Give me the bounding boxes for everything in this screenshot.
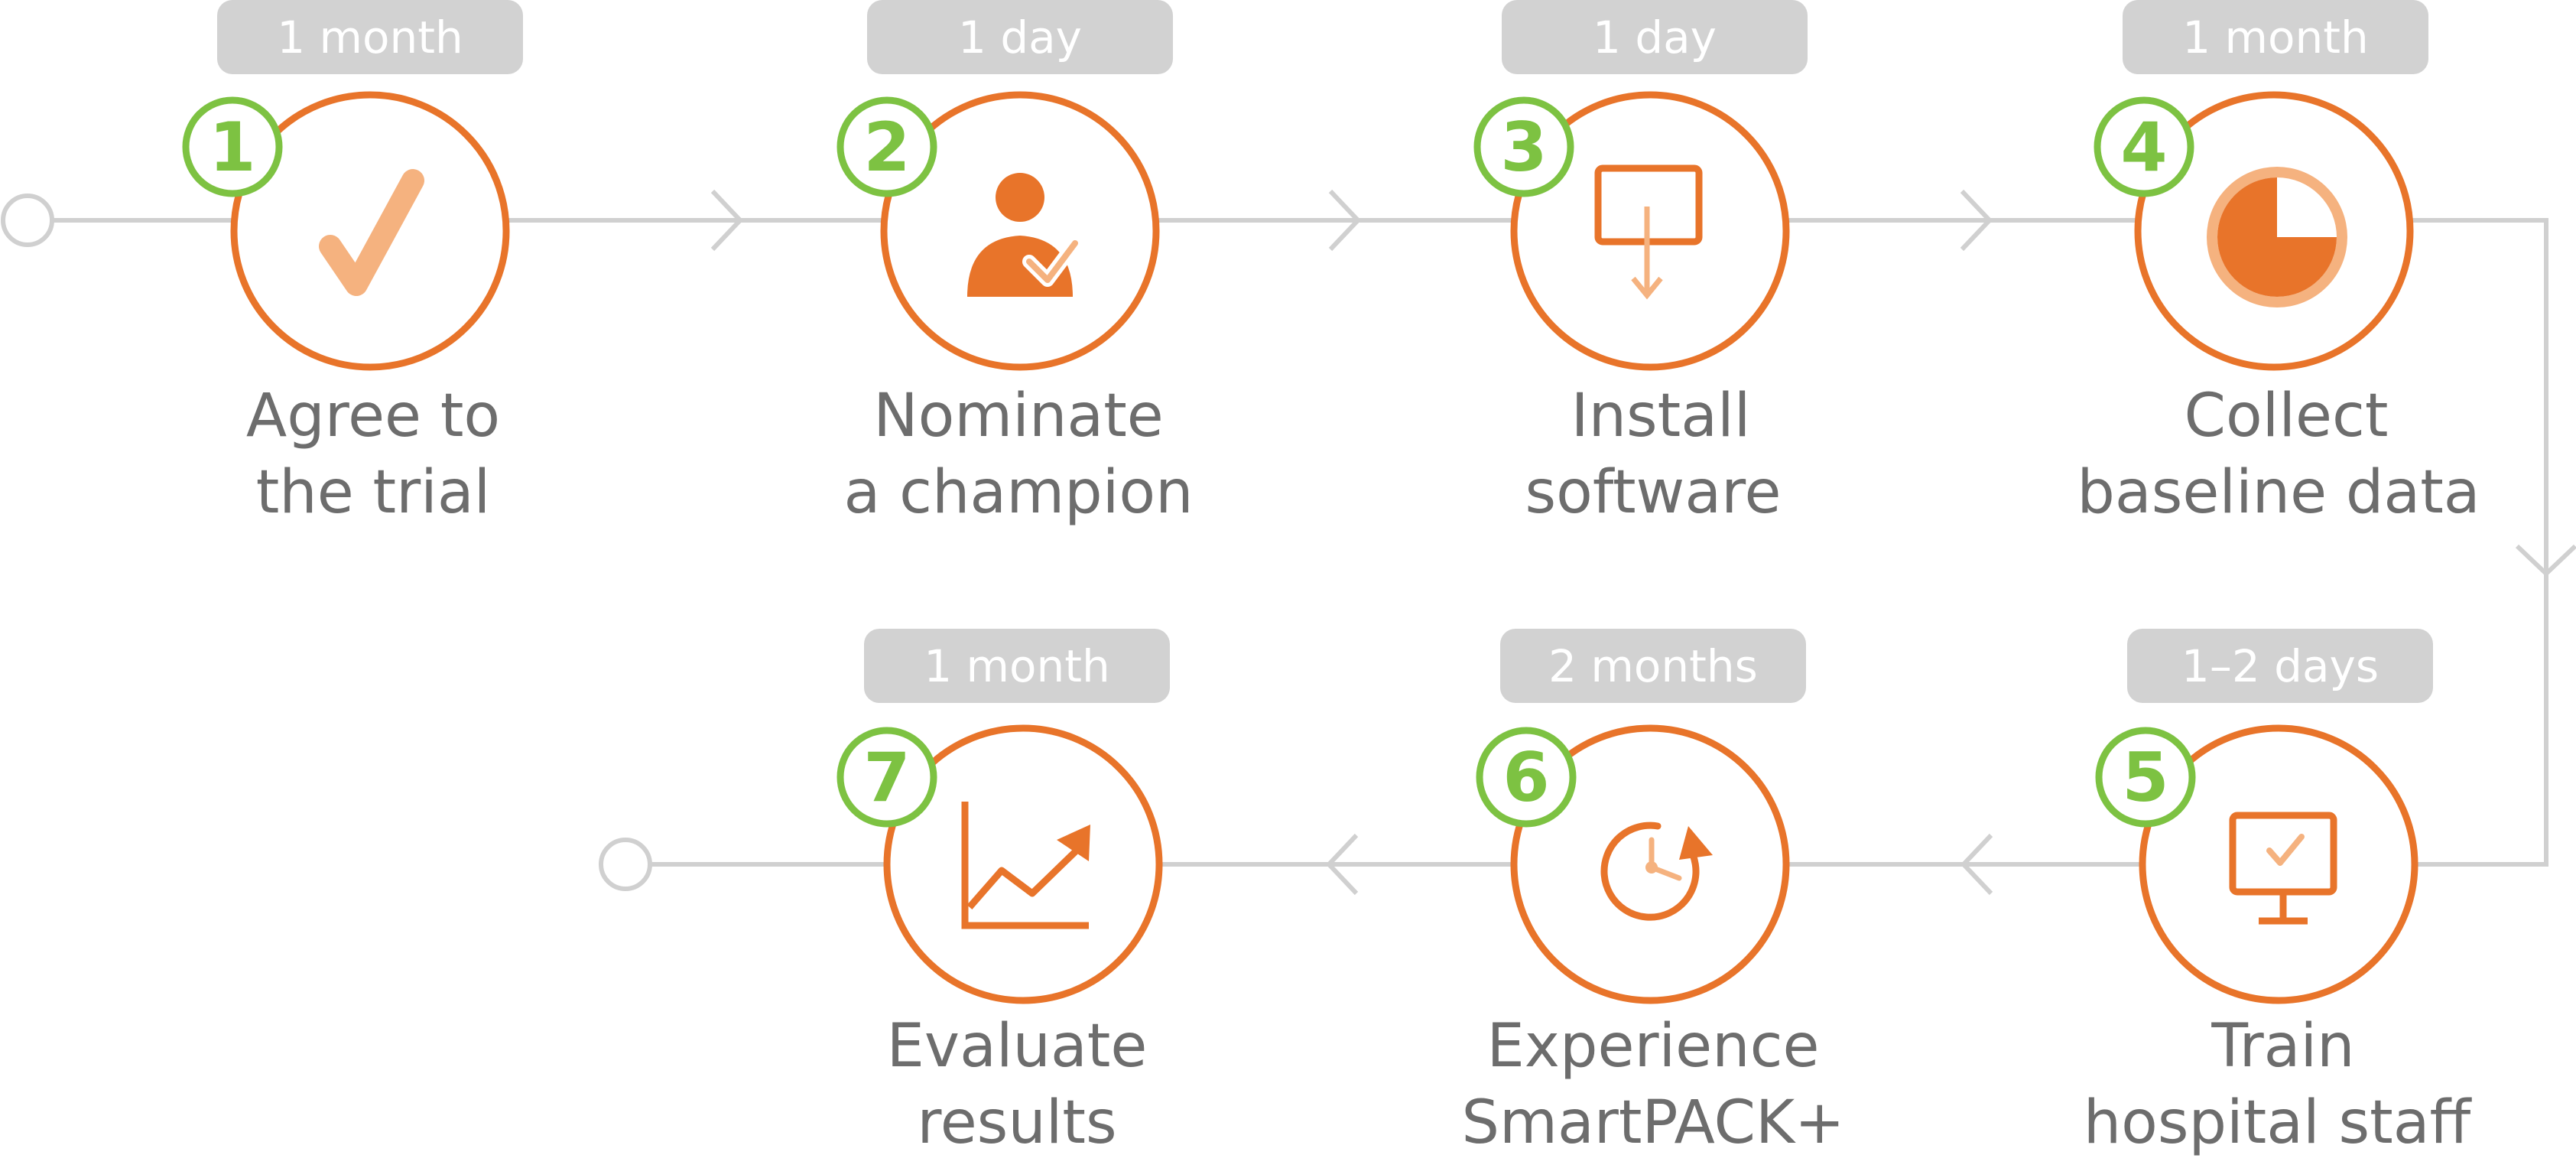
step-4: 1 month 4 Collect baseline data bbox=[2077, 0, 2480, 527]
duration-badge bbox=[1500, 629, 1806, 703]
number-badge bbox=[2095, 727, 2196, 828]
step-label-line2: SmartPACK+ bbox=[1462, 1088, 1845, 1157]
number-badge bbox=[2094, 96, 2194, 197]
duration-badge bbox=[867, 0, 1173, 74]
duration-badge bbox=[217, 0, 523, 74]
step-1: 1 month 1 Agree to the trial bbox=[182, 0, 523, 527]
duration-badge bbox=[864, 629, 1170, 703]
step-3: 1 day 3 Install software bbox=[1473, 0, 1808, 527]
arrow-left-2 bbox=[1325, 833, 1359, 896]
duration-badge bbox=[2123, 0, 2428, 74]
duration-text: 1 day bbox=[958, 11, 1082, 63]
step-5: 1–2 days 5 Train hospital staff bbox=[2084, 629, 2473, 1157]
duration-text: 1 month bbox=[924, 640, 1110, 692]
end-node bbox=[599, 838, 652, 891]
clock-cycle-icon bbox=[1600, 822, 1713, 921]
step-label-line2: results bbox=[917, 1088, 1116, 1157]
step-label-line1: Agree to bbox=[246, 382, 500, 451]
connector-right-edge bbox=[2416, 218, 2548, 867]
step-label-line1: Evaluate bbox=[887, 1012, 1148, 1081]
duration-text: 1–2 days bbox=[2181, 640, 2379, 692]
step-label-line2: hospital staff bbox=[2084, 1088, 2473, 1157]
step-circle bbox=[1510, 91, 1790, 371]
start-node bbox=[1, 194, 54, 247]
screen-download-icon bbox=[1594, 164, 1703, 300]
duration-text: 2 months bbox=[1548, 640, 1758, 692]
step-label-line2: a champion bbox=[843, 458, 1193, 527]
person-check-icon bbox=[967, 173, 1082, 297]
step-label-line1: Train bbox=[2211, 1012, 2354, 1081]
duration-text: 1 month bbox=[277, 11, 463, 63]
monitor-check-icon bbox=[2229, 812, 2337, 925]
step-label-line1: Install bbox=[1571, 382, 1751, 451]
step-7: 1 month 7 Evaluate results bbox=[836, 629, 1170, 1157]
step-number: 7 bbox=[863, 738, 910, 817]
arrow-right-1 bbox=[710, 189, 744, 252]
step-label-line2: the trial bbox=[256, 458, 491, 527]
number-badge bbox=[836, 727, 937, 828]
duration-text: 1 day bbox=[1593, 11, 1717, 63]
step-circle bbox=[230, 91, 510, 371]
step-number: 6 bbox=[1502, 738, 1549, 817]
step-label-line1: Nominate bbox=[873, 382, 1164, 451]
step-circle bbox=[883, 724, 1163, 1004]
arrow-left-1 bbox=[1960, 833, 1993, 896]
step-label-line1: Experience bbox=[1487, 1012, 1820, 1081]
step-2: 1 day 2 Nominate a champion bbox=[836, 0, 1194, 527]
duration-badge bbox=[2127, 629, 2433, 703]
arrow-right-3 bbox=[1960, 189, 1993, 252]
arrow-right-2 bbox=[1328, 189, 1362, 252]
number-badge bbox=[1473, 96, 1574, 197]
number-badge bbox=[182, 96, 283, 197]
step-number: 4 bbox=[2120, 108, 2167, 187]
step-label-line1: Collect bbox=[2185, 382, 2389, 451]
pie-chart-icon bbox=[2207, 167, 2347, 307]
step-6: 2 months 6 Experience SmartPACK+ bbox=[1462, 629, 1845, 1157]
step-number: 5 bbox=[2122, 738, 2168, 817]
step-number: 3 bbox=[1500, 108, 1547, 187]
checkmark-icon bbox=[319, 169, 424, 296]
step-circle bbox=[880, 91, 1160, 371]
trend-chart-icon bbox=[961, 802, 1090, 929]
duration-text: 1 month bbox=[2182, 11, 2369, 63]
step-number: 2 bbox=[863, 108, 910, 187]
number-badge bbox=[836, 96, 937, 197]
step-label-line2: software bbox=[1525, 458, 1782, 527]
duration-badge bbox=[1502, 0, 1808, 74]
arrow-down bbox=[2515, 544, 2576, 577]
step-label-line2: baseline data bbox=[2077, 458, 2480, 527]
step-number: 1 bbox=[209, 108, 255, 187]
number-badge bbox=[1476, 727, 1577, 828]
